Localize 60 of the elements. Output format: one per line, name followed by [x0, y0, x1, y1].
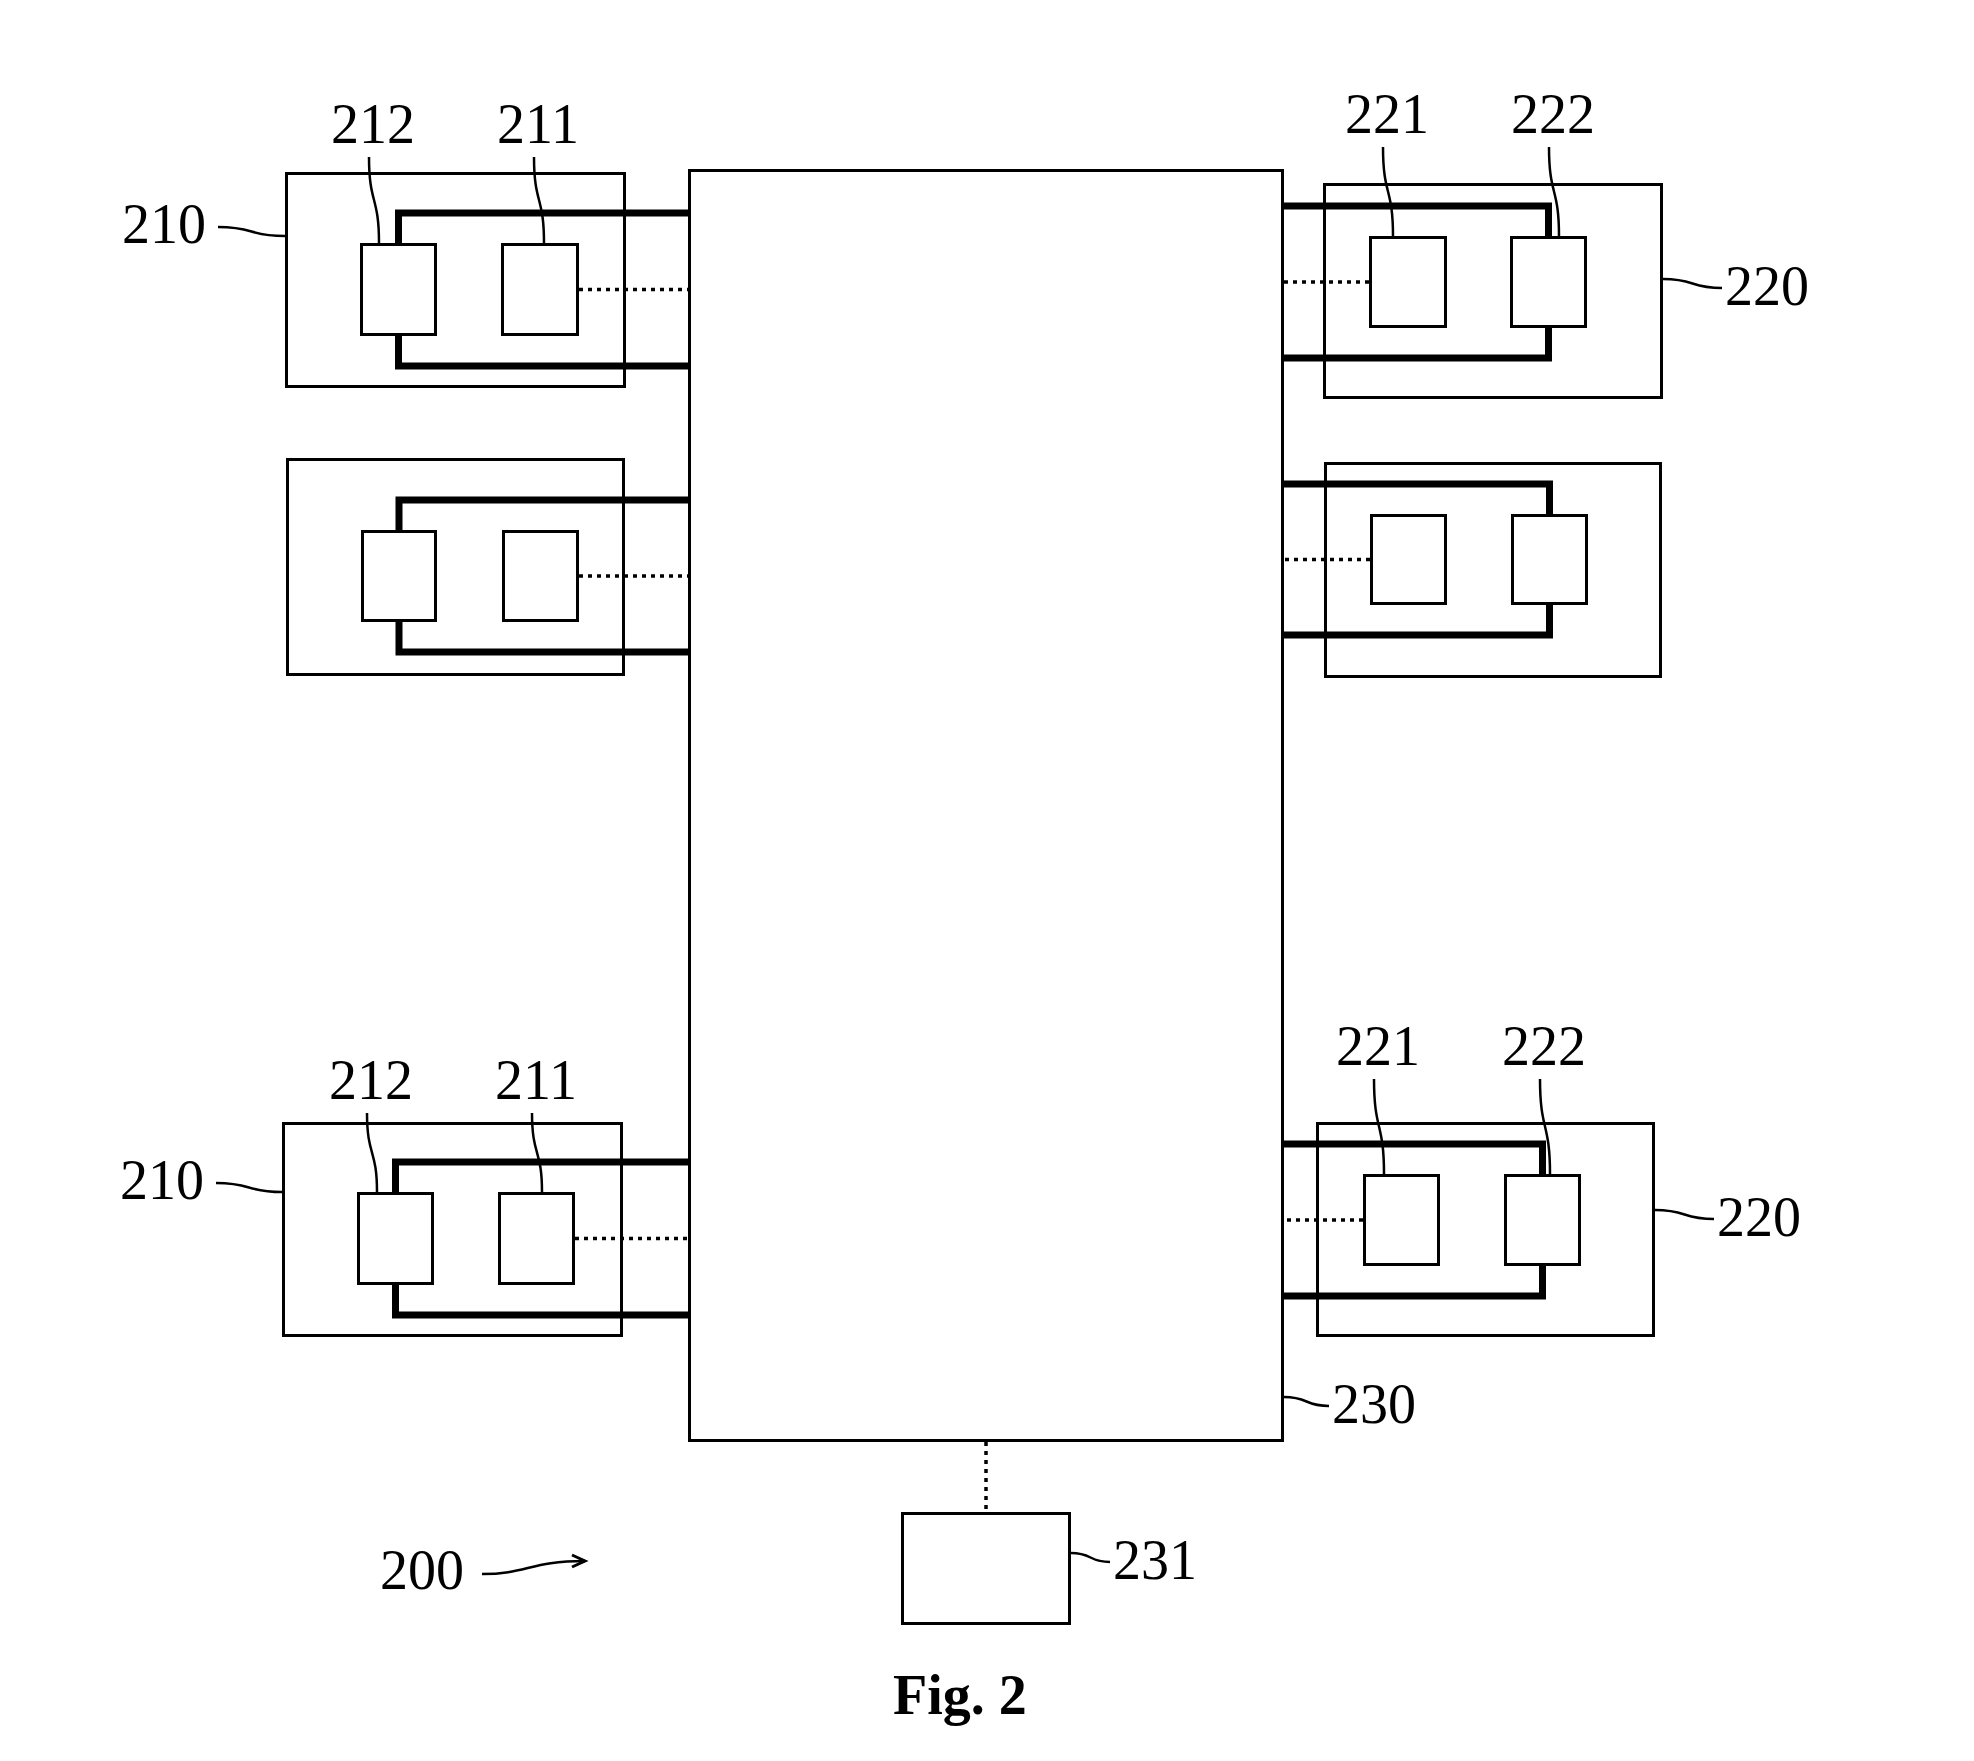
dotted-connection-line [575, 1236, 688, 1241]
module-frame [282, 1122, 623, 1337]
dotted-connection-line [1284, 280, 1369, 284]
reference-numeral: 230 [1332, 1376, 1416, 1432]
reference-numeral: 212 [329, 1052, 413, 1108]
reference-numeral: 211 [495, 1052, 577, 1108]
leader-line [530, 1112, 544, 1193]
component-block [502, 530, 579, 622]
reference-numeral: 212 [331, 96, 415, 152]
dotted-connection-line [1284, 557, 1370, 562]
leader-line [1538, 1078, 1552, 1175]
component-block [501, 243, 579, 336]
reference-numeral: 222 [1502, 1018, 1586, 1074]
leader-line [1070, 1551, 1111, 1564]
central-block [688, 169, 1284, 1442]
leader-line [532, 156, 546, 244]
dotted-connection-line [1284, 1218, 1363, 1222]
module-frame [286, 458, 625, 676]
component-block [1363, 1174, 1440, 1266]
leader-line [217, 225, 286, 238]
reference-numeral: 211 [497, 96, 579, 152]
component-block [1370, 514, 1447, 605]
connection-line [395, 496, 688, 530]
leader-line [1381, 146, 1395, 237]
connection-line [392, 1158, 688, 1192]
connection-line [395, 209, 688, 243]
leader-line [1283, 1395, 1330, 1408]
leader-line [215, 1181, 283, 1194]
leader-line [1547, 146, 1561, 237]
component-block [360, 243, 437, 336]
component-block [498, 1192, 575, 1285]
component-block [357, 1192, 434, 1285]
leader-line [1654, 1208, 1715, 1221]
component-block [361, 530, 437, 622]
small-block [901, 1512, 1071, 1625]
module-frame [1316, 1122, 1655, 1337]
reference-numeral: 231 [1113, 1532, 1197, 1588]
reference-numeral: 220 [1725, 258, 1809, 314]
dotted-connection-line [579, 574, 688, 578]
reference-numeral: 210 [120, 1152, 204, 1208]
module-frame [1324, 462, 1662, 678]
leader-line [367, 156, 381, 244]
dotted-connection-line [984, 1442, 988, 1512]
component-block [1510, 236, 1587, 328]
module-frame [285, 172, 626, 388]
reference-numeral: 222 [1511, 86, 1595, 142]
leader-line [1662, 277, 1723, 290]
reference-numeral: 221 [1345, 86, 1429, 142]
leader-line [365, 1112, 379, 1193]
dotted-connection-line [579, 287, 688, 292]
leader-line [1372, 1078, 1386, 1175]
leader-arrow [481, 1553, 587, 1576]
component-block [1369, 236, 1447, 328]
module-frame [1323, 183, 1663, 399]
reference-numeral: 220 [1717, 1189, 1801, 1245]
reference-numeral: 221 [1336, 1018, 1420, 1074]
reference-numeral: 210 [122, 196, 206, 252]
component-block [1511, 514, 1588, 605]
component-block [1504, 1174, 1581, 1266]
reference-numeral: 200 [380, 1542, 464, 1598]
